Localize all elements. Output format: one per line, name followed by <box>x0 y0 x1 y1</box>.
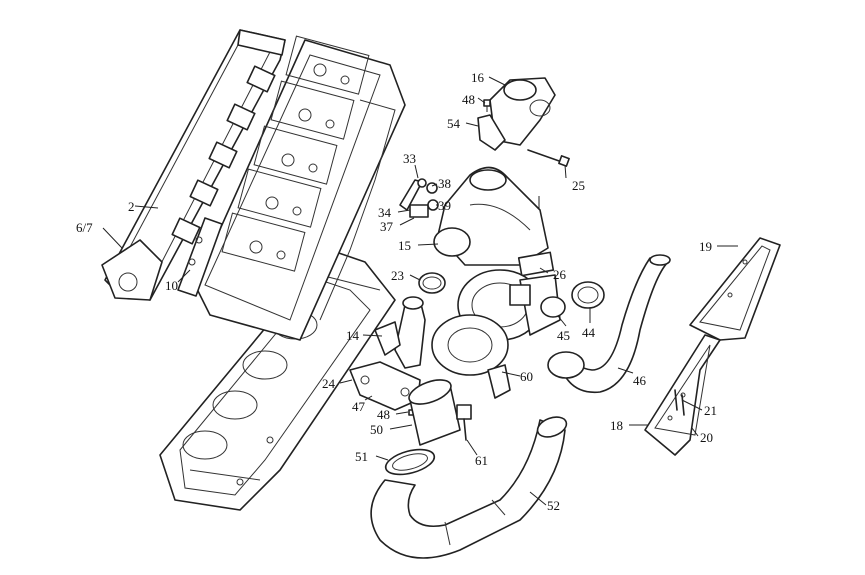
callout-51: 51 <box>355 449 368 464</box>
callout-33: 33 <box>403 151 416 166</box>
exhaust-manifold <box>101 29 286 301</box>
callout-37: 37 <box>380 219 394 234</box>
callout-25: 25 <box>572 178 585 193</box>
callout-44: 44 <box>582 325 596 340</box>
callout-48-upper: 48 <box>462 92 475 107</box>
egr-valve-body <box>477 77 556 151</box>
callout-6-7: 6/7 <box>76 220 93 235</box>
callout-18: 18 <box>610 418 623 433</box>
callout-19: 19 <box>699 239 712 254</box>
sealing-gasket <box>540 296 566 318</box>
callout-labels: 2 6/7 10 14 15 16 18 19 20 21 23 24 25 2… <box>76 70 717 513</box>
callout-14: 14 <box>346 328 360 343</box>
shield-bolts <box>674 389 685 416</box>
callout-16: 16 <box>471 70 485 85</box>
callout-24: 24 <box>322 376 336 391</box>
callout-15: 15 <box>398 238 411 253</box>
callout-34: 34 <box>378 205 392 220</box>
cylinder-head-assembly <box>194 35 406 341</box>
callout-50: 50 <box>370 422 383 437</box>
callout-26: 26 <box>553 267 567 282</box>
callout-45: 45 <box>557 328 570 343</box>
water-pipe <box>374 296 426 369</box>
callout-21: 21 <box>704 403 717 418</box>
turbocharger <box>431 269 561 399</box>
hose-clamp <box>384 448 436 476</box>
callout-61: 61 <box>475 453 488 468</box>
callout-47: 47 <box>352 399 366 414</box>
exhaust-elbow <box>433 166 555 277</box>
callout-48-lower: 48 <box>377 407 390 422</box>
sensor <box>456 404 472 441</box>
leader-lines <box>102 76 738 506</box>
bolt <box>527 149 570 167</box>
callout-52: 52 <box>547 498 560 513</box>
callout-39: 39 <box>438 198 451 213</box>
callout-38: 38 <box>438 176 451 191</box>
outlet-pipe <box>408 379 461 446</box>
manifold-gasket <box>177 217 223 297</box>
callout-10: 10 <box>165 278 178 293</box>
callout-60: 60 <box>520 369 533 384</box>
small-fittings <box>399 178 540 218</box>
callout-54: 54 <box>447 116 461 131</box>
v-band-clamp <box>571 281 605 309</box>
callout-23: 23 <box>391 268 404 283</box>
intake-hose <box>547 254 671 394</box>
callout-46: 46 <box>633 373 647 388</box>
callout-2: 2 <box>128 199 135 214</box>
exhaust-pipe <box>370 416 568 559</box>
callout-20: 20 <box>700 430 713 445</box>
clamp-ring <box>418 272 446 294</box>
